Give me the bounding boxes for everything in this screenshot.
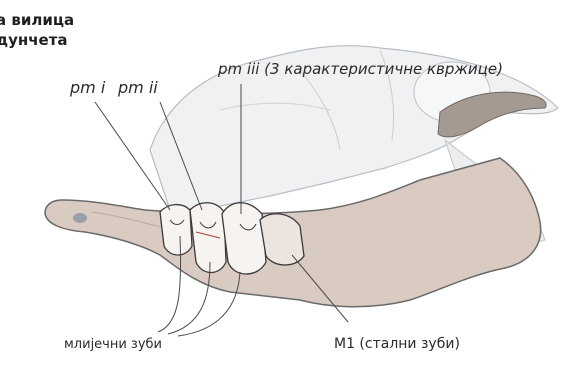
caption-milk-teeth: млијечни зуби xyxy=(64,337,162,352)
figure-title-line1: а вилица xyxy=(0,10,74,30)
label-pm2: pm ii xyxy=(118,78,158,97)
label-pm3: pm iii (3 карактеристичне квржице) xyxy=(218,60,503,78)
caption-m1: M1 (стални зуби) xyxy=(334,336,460,352)
tooth-pm2 xyxy=(190,203,226,273)
figure-title-line2: дунчета xyxy=(0,30,74,50)
figure-title: а вилица дунчета xyxy=(0,10,74,50)
mental-foramen xyxy=(73,213,87,223)
tooth-pm3 xyxy=(222,203,266,274)
tooth-pm1 xyxy=(160,205,192,255)
label-pm1: pm i xyxy=(70,78,105,97)
